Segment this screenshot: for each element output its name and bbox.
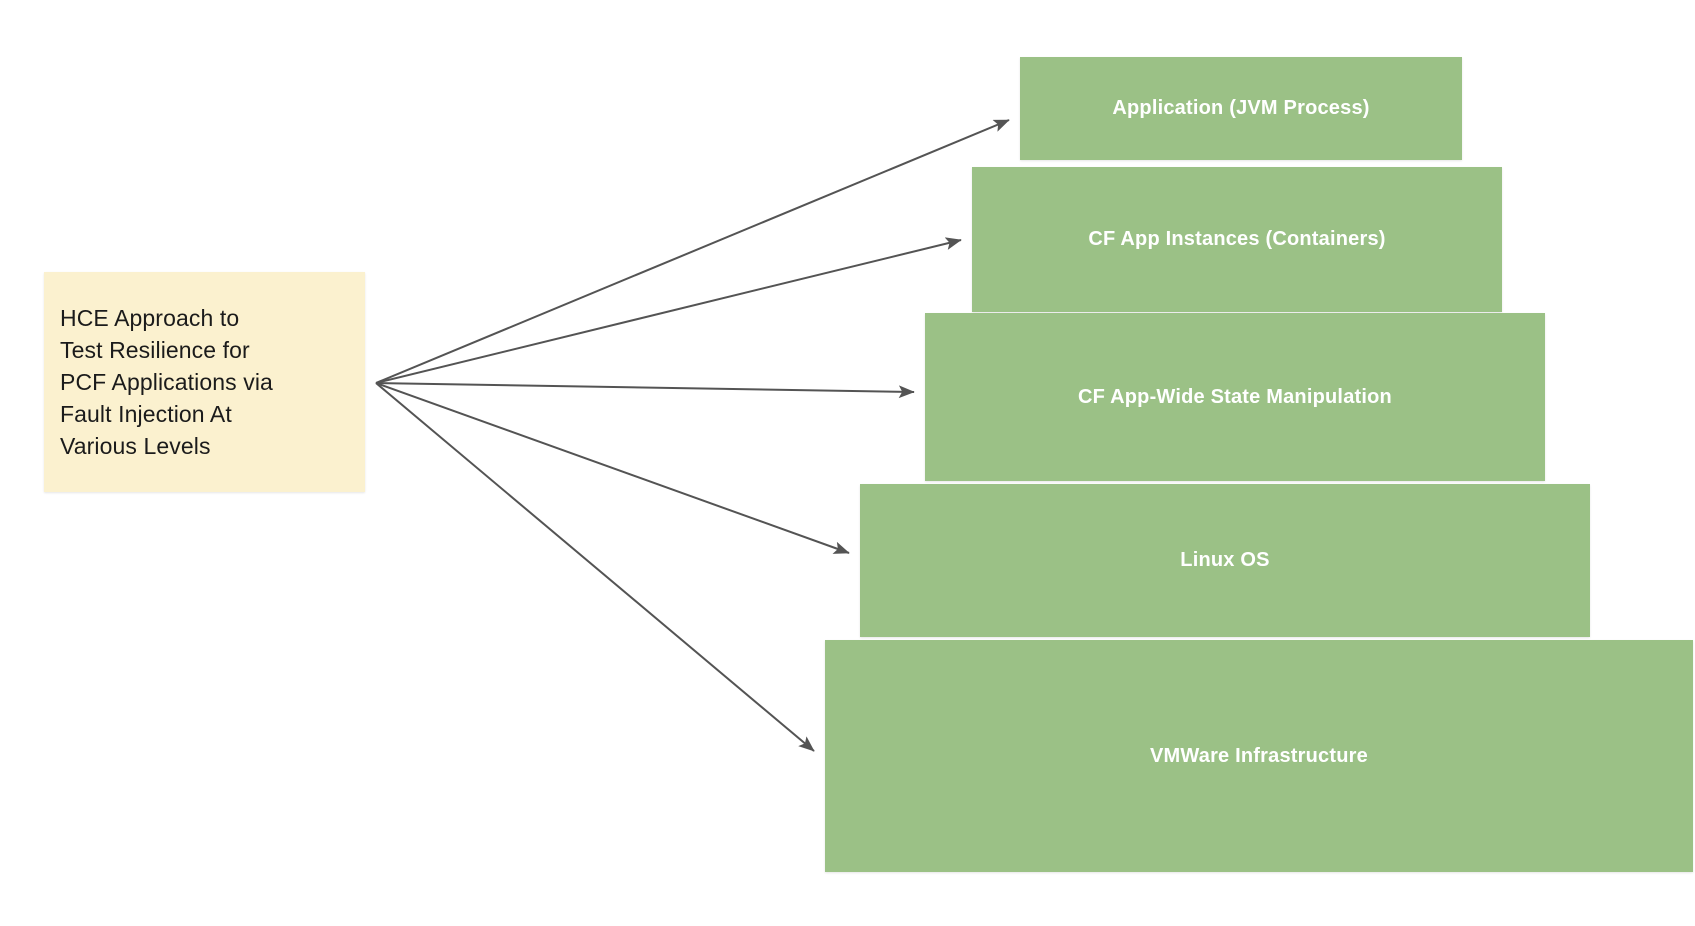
connector-to-application [375,119,1010,384]
hce-approach-note-text: HCE Approach to Test Resilience for PCF … [60,305,273,459]
hce-approach-note: HCE Approach to Test Resilience for PCF … [44,272,365,492]
layer-box-vmware-infrastructure[interactable]: VMWare Infrastructure [825,640,1693,872]
connector-to-cf-app-wide-state [375,382,915,399]
layer-label: VMWare Infrastructure [1150,744,1368,767]
layer-label: Application (JVM Process) [1112,97,1370,119]
connector-to-linux-os [375,382,850,554]
connector-to-vmware-infrastructure [375,382,815,752]
layer-label: CF App Instances (Containers) [1088,228,1386,250]
layer-box-cf-app-instances-containers[interactable]: CF App Instances (Containers) [972,167,1502,312]
layer-label: Linux OS [1180,549,1270,571]
layer-box-linux-os[interactable]: Linux OS [860,484,1590,637]
layer-box-application-jvm-process[interactable]: Application (JVM Process) [1020,57,1462,160]
layer-box-cf-app-wide-state-manipulation[interactable]: CF App-Wide State Manipulation [925,313,1545,481]
connector-to-cf-app-instances [375,237,962,384]
layer-label: CF App-Wide State Manipulation [1078,385,1392,408]
